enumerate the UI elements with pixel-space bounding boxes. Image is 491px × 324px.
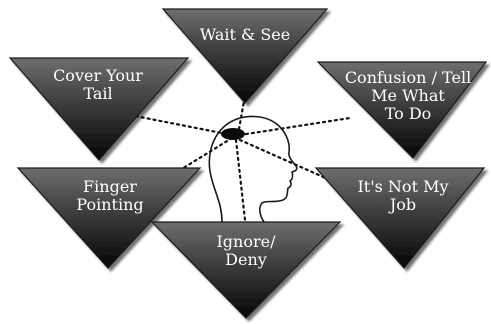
finger-pointing-label-line: Finger bbox=[83, 177, 137, 196]
brain-spot bbox=[221, 128, 245, 140]
cover-your-tail-label-line: Tail bbox=[83, 84, 112, 103]
connector-its-not-my-job bbox=[240, 140, 330, 180]
confusion-label-line: Confusion / Tell bbox=[345, 68, 471, 87]
connector-ignore-deny bbox=[236, 140, 245, 220]
confusion-label-line: To Do bbox=[385, 104, 432, 123]
finger-pointing-label-line: Pointing bbox=[76, 195, 143, 214]
ignore-deny-label-line: Ignore/ bbox=[216, 232, 276, 251]
triangle-ignore-deny: Ignore/Deny bbox=[152, 222, 340, 318]
confusion-label-line: Me What bbox=[371, 86, 445, 105]
connector-confusion bbox=[240, 118, 350, 135]
wait-and-see-label: Wait & See bbox=[200, 25, 290, 44]
connector-cover-your-tail bbox=[135, 116, 232, 135]
its-not-my-job-label-line: Job bbox=[388, 195, 416, 214]
cover-your-tail-label-line: Cover Your bbox=[53, 66, 143, 85]
ignore-deny-label-line: Deny bbox=[225, 250, 267, 269]
its-not-my-job-label-line: It's Not My bbox=[357, 177, 448, 196]
triangle-wait-and-see: Wait & See bbox=[163, 9, 327, 103]
wait-and-see-label-line: Wait & See bbox=[200, 25, 290, 44]
